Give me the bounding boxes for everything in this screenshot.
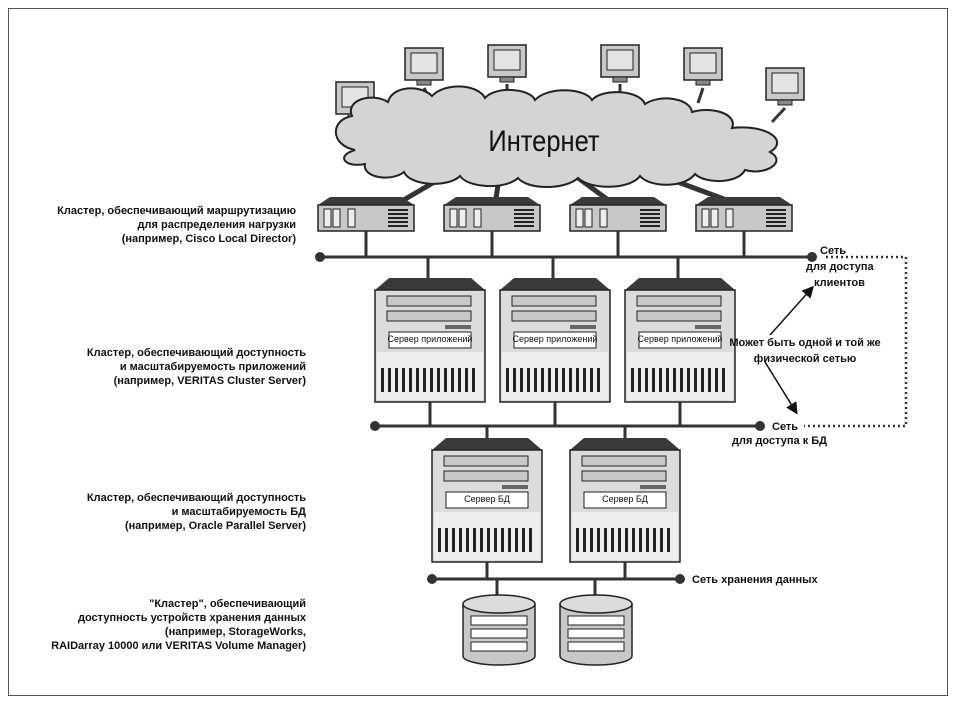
disk-array-icon: [559, 594, 633, 666]
router-icon: [569, 197, 667, 232]
app-server-tower-icon: [374, 278, 486, 403]
bus-endpoint: [755, 421, 765, 431]
svg-text:Сеть: Сеть: [772, 421, 798, 433]
monitor-icon: [765, 67, 805, 106]
same-network-dotted-link: [804, 255, 908, 428]
svg-text:(например, Oracle Parallel Ser: (например, Oracle Parallel Server): [125, 520, 306, 532]
storage-network-bus: [432, 562, 680, 596]
app-server-label: Сервер приложений: [388, 334, 473, 344]
svg-text:для доступа: для доступа: [806, 261, 875, 273]
bus-endpoint: [427, 574, 437, 584]
svg-text:(например, StorageWorks,: (например, StorageWorks,: [165, 626, 306, 638]
monitor-icon: [600, 44, 640, 83]
svg-text:и масштабируемость БД: и масштабируемость БД: [172, 506, 307, 518]
routing-tier-label: Кластер, обеспечивающий маршрутизацию дл…: [57, 205, 296, 245]
svg-text:(например, Cisco Local Directo: (например, Cisco Local Director): [122, 233, 297, 245]
cloud-icon: [334, 85, 778, 188]
svg-text:доступность устройств хранения: доступность устройств хранения данных: [78, 612, 307, 624]
svg-text:для распределения нагрузки: для распределения нагрузки: [138, 219, 296, 231]
bus-endpoint: [675, 574, 685, 584]
db-server-label: Сервер БД: [602, 494, 648, 504]
svg-text:"Кластер", обеспечивающий: "Кластер", обеспечивающий: [149, 598, 306, 610]
app-server-tower-icon: [499, 278, 611, 403]
db-tier-label: Кластер, обеспечивающий доступность и ма…: [87, 492, 306, 532]
arrow-to-db-net: [764, 361, 798, 415]
storage-network-label: Сеть хранения данных: [692, 574, 819, 586]
svg-text:RAIDarray 10000 или VERITAS Vo: RAIDarray 10000 или VERITAS Volume Manag…: [51, 640, 306, 652]
svg-text:Кластер, обеспечивающий доступ: Кластер, обеспечивающий доступность: [87, 492, 306, 504]
client-network-bus: [320, 231, 812, 280]
svg-text:(например, VERITAS Cluster Ser: (например, VERITAS Cluster Server): [114, 375, 307, 387]
client-network-label: Сеть для доступа клиентов: [806, 245, 875, 289]
svg-text:Кластер, обеспечивающий маршру: Кластер, обеспечивающий маршрутизацию: [57, 205, 296, 217]
svg-text:Кластер, обеспечивающий доступ: Кластер, обеспечивающий доступность: [87, 347, 306, 359]
arrow-to-client-net: [769, 285, 814, 336]
app-server-label: Сервер приложений: [513, 334, 598, 344]
db-server-tower-icon: [431, 438, 543, 563]
disk-array-icon: [462, 594, 536, 666]
router-icon: [695, 197, 793, 232]
app-server-label: Сервер приложений: [638, 334, 723, 344]
db-network-bus: [375, 402, 760, 440]
monitor-icon: [404, 47, 444, 86]
internet-label: Интернет: [488, 124, 599, 157]
svg-text:Может быть одной и той же: Может быть одной и той же: [729, 337, 880, 349]
monitor-icon: [683, 47, 723, 86]
app-server-tower-icon: [624, 278, 736, 403]
monitor-icon: [487, 44, 527, 83]
db-server-tower-icon: [569, 438, 681, 563]
db-network-label: Сеть для доступа к БД: [732, 421, 827, 447]
app-tier-label: Кластер, обеспечивающий доступность и ма…: [87, 347, 306, 387]
diagram-frame: [8, 8, 948, 696]
db-server-label: Сервер БД: [464, 494, 510, 504]
svg-text:клиентов: клиентов: [814, 277, 865, 289]
bus-endpoint: [807, 252, 817, 262]
bus-endpoint: [370, 421, 380, 431]
svg-text:и масштабируемость приложений: и масштабируемость приложений: [120, 361, 306, 373]
bus-endpoint: [315, 252, 325, 262]
svg-text:физической сетью: физической сетью: [754, 353, 857, 365]
svg-text:для доступа к БД: для доступа к БД: [732, 435, 827, 447]
storage-tier-label: "Кластер", обеспечивающий доступность ус…: [51, 598, 307, 652]
router-icon: [317, 197, 415, 232]
router-icon: [443, 197, 541, 232]
same-network-note: Может быть одной и той же физической сет…: [729, 337, 880, 365]
svg-text:Сеть: Сеть: [820, 245, 846, 257]
